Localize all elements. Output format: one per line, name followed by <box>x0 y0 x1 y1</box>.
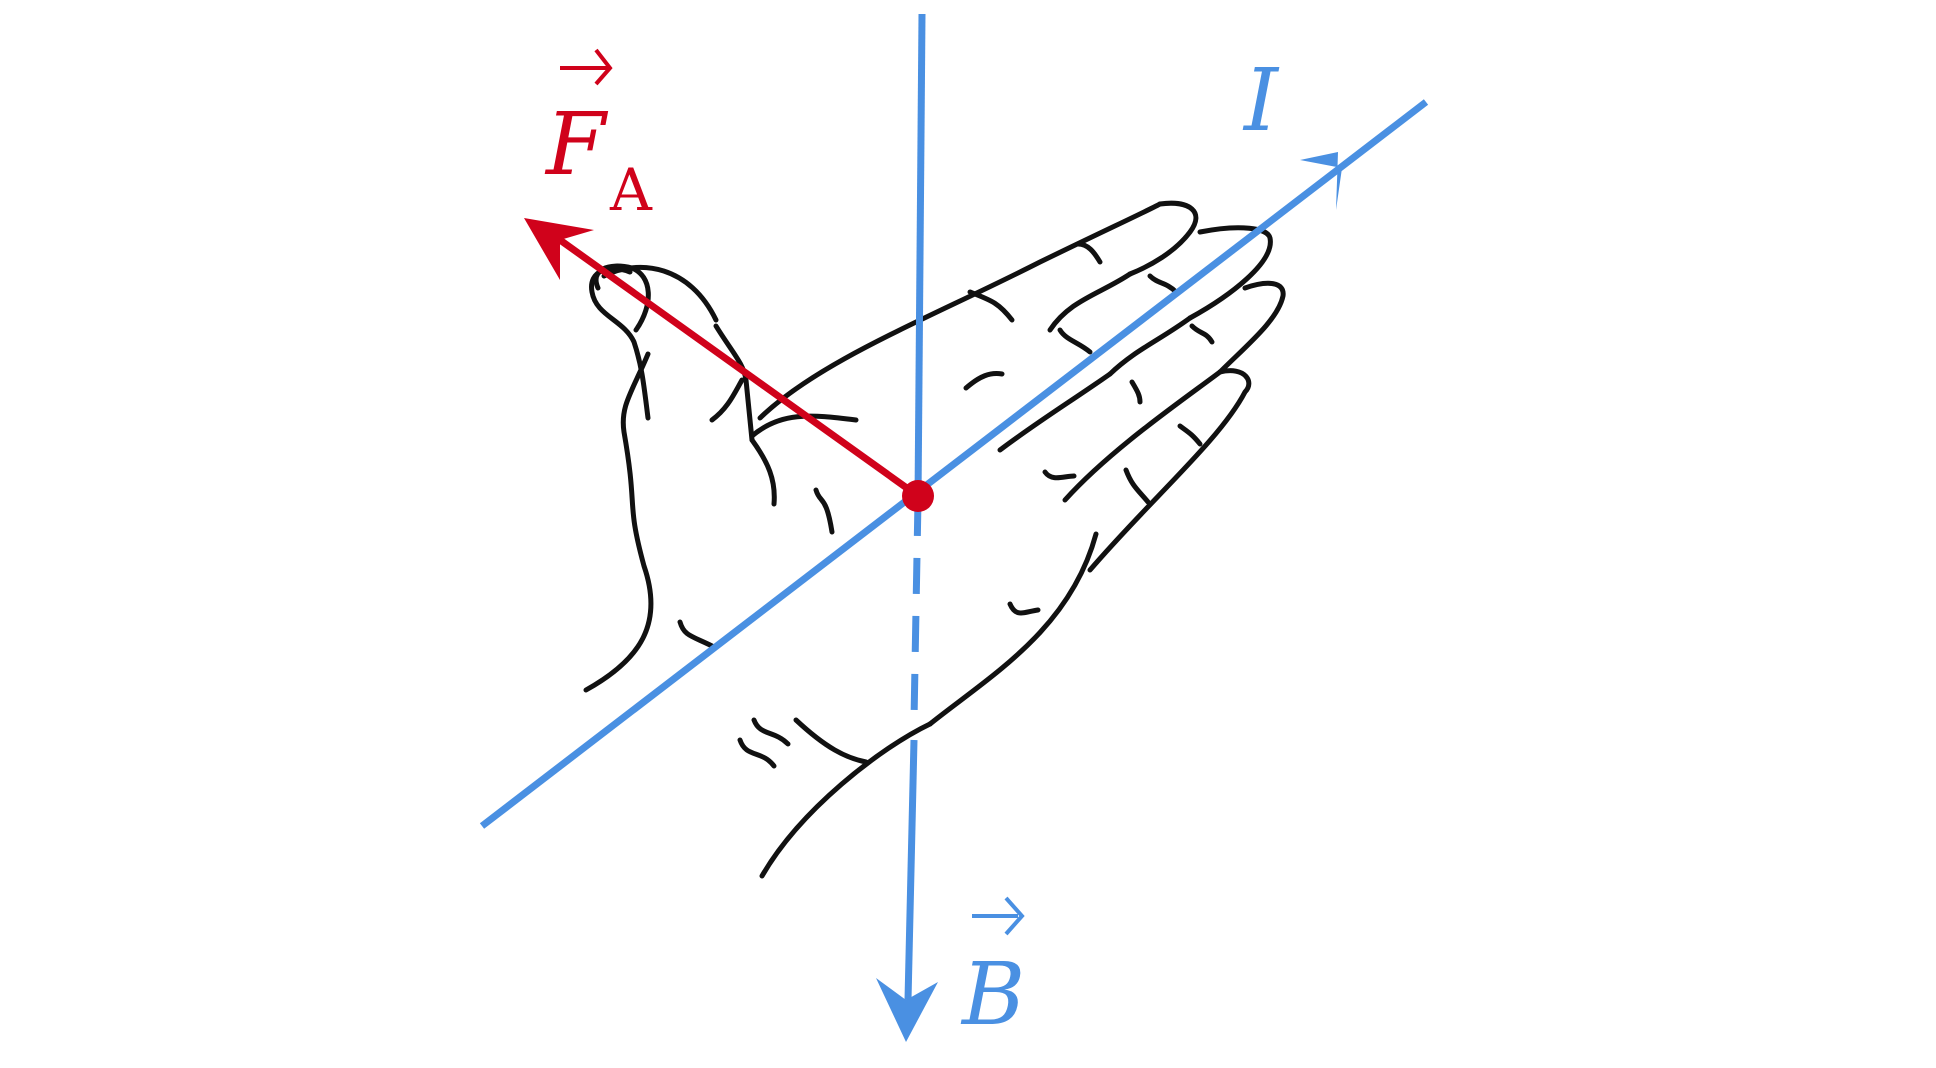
hand-crease-2 <box>1147 273 1179 295</box>
hand-little-top <box>1087 368 1252 573</box>
field-line-dashed <box>910 499 922 721</box>
current-label: I <box>1242 51 1280 151</box>
force-label-subscript: A <box>609 156 653 224</box>
origin-point <box>902 480 934 512</box>
hand-crease-1 <box>1075 241 1103 265</box>
hand-crease-6 <box>1177 423 1203 447</box>
hand-crease-3 <box>1189 323 1215 345</box>
field-vector-arrowhead <box>1004 896 1025 936</box>
hand-ring-inner <box>1107 315 1193 377</box>
hand-crease-11 <box>1007 601 1041 616</box>
hand-index-top <box>757 201 1163 421</box>
hand-little-inner2 <box>1062 369 1223 503</box>
force-line <box>557 237 921 499</box>
hand-thumb-tip <box>601 264 719 323</box>
hand-wrist-crease-3 <box>737 737 777 769</box>
hand-index-tip <box>1127 200 1199 277</box>
hand-little-inner <box>997 371 1113 453</box>
force-label-text: F <box>544 95 609 195</box>
hand-crease-4 <box>1057 327 1093 355</box>
hand-thumb-inner <box>677 619 715 649</box>
hand-wrist-crease-1 <box>793 717 869 765</box>
hand-crease-10 <box>963 371 1005 391</box>
current-arrowhead <box>1300 152 1342 210</box>
field-line-bottom <box>904 739 918 1001</box>
hand-thumb-back <box>589 266 651 421</box>
hand-middle-top <box>1187 225 1273 321</box>
left-hand-icon <box>583 200 1286 879</box>
hand-crease-8 <box>1123 467 1151 505</box>
force-arrowhead <box>524 218 594 280</box>
hand-crease-5 <box>1129 379 1143 405</box>
hand-middle-inner <box>1047 271 1133 333</box>
current-line <box>479 99 1429 829</box>
force-vector-arrowhead <box>594 48 613 86</box>
hand-ring-top <box>1217 280 1286 375</box>
field-label-text: B <box>960 945 1025 1045</box>
field-arrowhead <box>876 978 938 1042</box>
hand-palm-line <box>749 413 859 439</box>
hand-thumb-crease <box>709 377 745 423</box>
hand-wrist-crease-2 <box>751 717 791 747</box>
hand-thumb-joint <box>749 437 777 507</box>
field-label: B <box>960 896 1025 1045</box>
hand-thumb-base <box>713 323 755 443</box>
hand-palm-edge <box>927 531 1099 727</box>
hand-palm-crease <box>813 487 835 535</box>
field-line-top <box>914 13 926 501</box>
hand-crease-9 <box>967 289 1015 323</box>
hand-wrist-front <box>759 721 933 879</box>
force-label: F A <box>544 48 653 224</box>
hand-crease-7 <box>1042 469 1077 481</box>
hand-thumb-outer <box>583 351 654 693</box>
